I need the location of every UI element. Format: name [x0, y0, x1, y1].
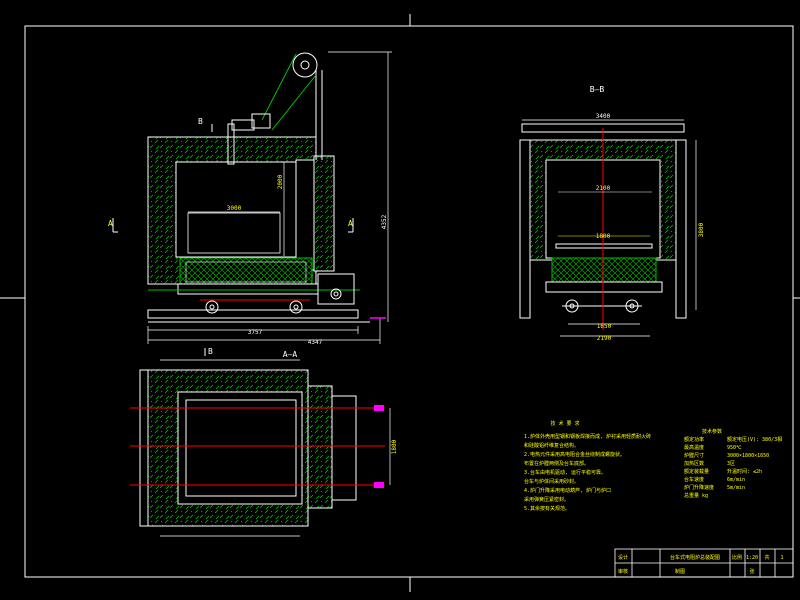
spec-key: 炉门升降速度 — [684, 484, 714, 491]
dim-side-inner-w: 2100 — [596, 185, 611, 192]
front-trolley-mesh — [179, 257, 313, 285]
spec-key: 额定装载量 — [684, 468, 709, 475]
spec-key: 总重量 kg — [684, 492, 708, 499]
tb-org: 设计 — [618, 554, 628, 561]
dim-front-inner-w: 3000 — [227, 205, 242, 212]
spec-value: 3区 — [727, 461, 735, 467]
dim-front-inner-h: 2000 — [277, 174, 284, 189]
dim-plan-height: 1800 — [391, 439, 398, 454]
dim-front-total: 4347 — [308, 339, 323, 346]
cut-a-right: A — [348, 219, 353, 228]
notes-line: 3.台车由电机驱动, 运行平稳可靠。 — [524, 469, 606, 476]
tb-sheet-label: 共 — [764, 554, 769, 561]
bb-trolley — [551, 257, 657, 283]
tb-sheet: 1 — [780, 555, 783, 561]
spec-key: 台车速度 — [684, 476, 704, 483]
notes-line: 台车与炉体间采用砂封。 — [524, 478, 579, 485]
spec-value: 升温时间: ≤2h — [727, 468, 762, 475]
section-bb: B—B 3400 2100 1800 3800 1650 2190 — [519, 85, 705, 342]
cut-b-top: B — [198, 117, 203, 126]
spec-value: 额定电压(V): 380/3相 — [727, 436, 782, 443]
notes-line: 和硅酸铝纤维复合结构。 — [524, 442, 579, 449]
front-hoist — [227, 52, 323, 165]
dim-side-height: 3800 — [698, 222, 705, 237]
spec-value: 3000×1800×1650 — [727, 453, 769, 459]
sheet-border — [0, 14, 800, 592]
front-elevation: 3757 4347 4352 2000 3000 A A B B — [108, 51, 392, 356]
tb-scale-label: 比例 — [732, 554, 742, 561]
title-block — [614, 548, 794, 578]
notes-line: 2.电热元件采用高电阻合金丝绕制成螺旋状。 — [524, 451, 625, 458]
spec-key: 最高温度 — [684, 444, 704, 451]
spec-value: 5m/min — [727, 485, 745, 491]
dim-side-load-w: 1800 — [596, 233, 611, 240]
dim-front-width: 3757 — [248, 329, 263, 336]
spec-key: 额定功率 — [684, 436, 704, 443]
notes-line: 布置在炉膛两侧及台车底部。 — [524, 460, 589, 467]
tb-check: 审核 — [618, 568, 628, 575]
spec-key: 加热区数 — [684, 460, 704, 467]
notes-title: 技 术 要 求 — [550, 420, 579, 427]
technical-notes: 技 术 要 求 1.炉体外壳用型钢和钢板焊接而成, 炉衬采用轻质耐火砖 和硅酸铝… — [524, 420, 651, 512]
front-chamber — [175, 161, 297, 258]
dim-side-rail: 1650 — [597, 323, 612, 330]
notes-line: 采用弹簧压紧密封。 — [524, 496, 569, 503]
front-door — [313, 155, 335, 272]
cut-b-bottom: B — [208, 347, 213, 356]
dim-side-base: 2190 — [597, 335, 612, 342]
dim-front-height: 4352 — [381, 214, 388, 229]
spec-value: 6m/min — [727, 477, 745, 483]
section-bb-label: B—B — [590, 85, 605, 94]
notes-line: 1.炉体外壳用型钢和钢板焊接而成, 炉衬采用轻质耐火砖 — [524, 433, 651, 440]
front-dimensions — [147, 51, 392, 344]
specs-title: 技术参数 — [702, 428, 722, 435]
tb-row2: 制图 — [675, 568, 685, 575]
aa-door — [307, 385, 333, 509]
drawing-name: 台车式电阻炉总装配图 — [670, 554, 720, 561]
front-wheels — [205, 288, 342, 314]
plan-view-aa: A—A 1800 — [130, 350, 398, 537]
dim-side-width: 3400 — [596, 113, 611, 120]
spec-value: 950℃ — [727, 445, 742, 451]
spec-key: 炉膛尺寸 — [684, 452, 704, 459]
notes-line: 4.炉门升降采用电动葫芦, 炉门与炉口 — [524, 487, 611, 494]
tb-scale: 1:20 — [746, 555, 758, 561]
section-aa-label: A—A — [283, 350, 298, 359]
notes-line: 5.其余按有关规范。 — [524, 505, 570, 512]
title-block-text: 台车式电阻炉总装配图 设计 审核 制图 比例 1:20 共 1 张 — [618, 554, 784, 575]
tb-sheet2-label: 张 — [749, 568, 754, 575]
cut-a-left: A — [108, 219, 113, 228]
